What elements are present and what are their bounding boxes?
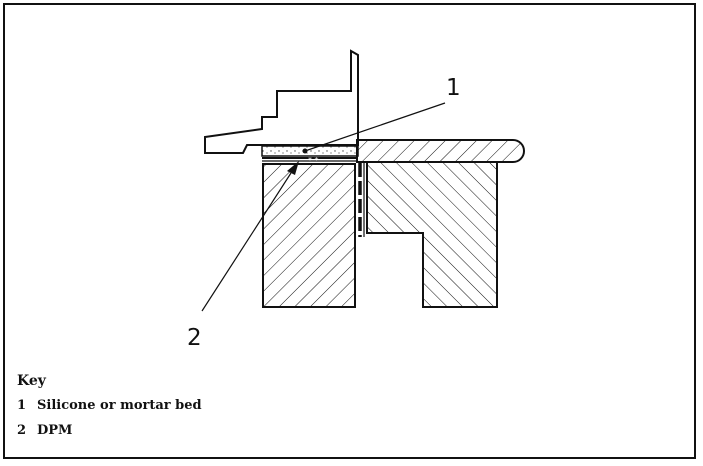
window-frame-profile <box>204 49 359 154</box>
arrowhead <box>287 161 299 175</box>
key-title: Key <box>17 373 46 389</box>
callout-label-2: 2 <box>187 325 202 351</box>
svg-text:* *: * * <box>308 156 319 165</box>
key-item-number: 2 <box>17 423 27 438</box>
key-item-text: Silicone or mortar bed <box>37 398 202 413</box>
callout-label-1: 1 <box>446 75 461 101</box>
key-item: 1 Silicone or mortar bed <box>17 398 202 413</box>
mortar-bed <box>261 145 359 157</box>
leader-line-1 <box>304 102 446 152</box>
key-item-number: 1 <box>17 398 27 413</box>
key-item-text: DPM <box>37 423 73 438</box>
outer-masonry-block <box>366 161 498 308</box>
key-legend: Key 1 Silicone or mortar bed 2 DPM <box>17 373 202 448</box>
leader-line-2 <box>201 172 292 312</box>
key-item: 2 DPM <box>17 423 202 438</box>
inner-masonry-block <box>262 163 356 308</box>
section-drawing: * * <box>201 49 525 312</box>
external-sill <box>356 139 525 163</box>
